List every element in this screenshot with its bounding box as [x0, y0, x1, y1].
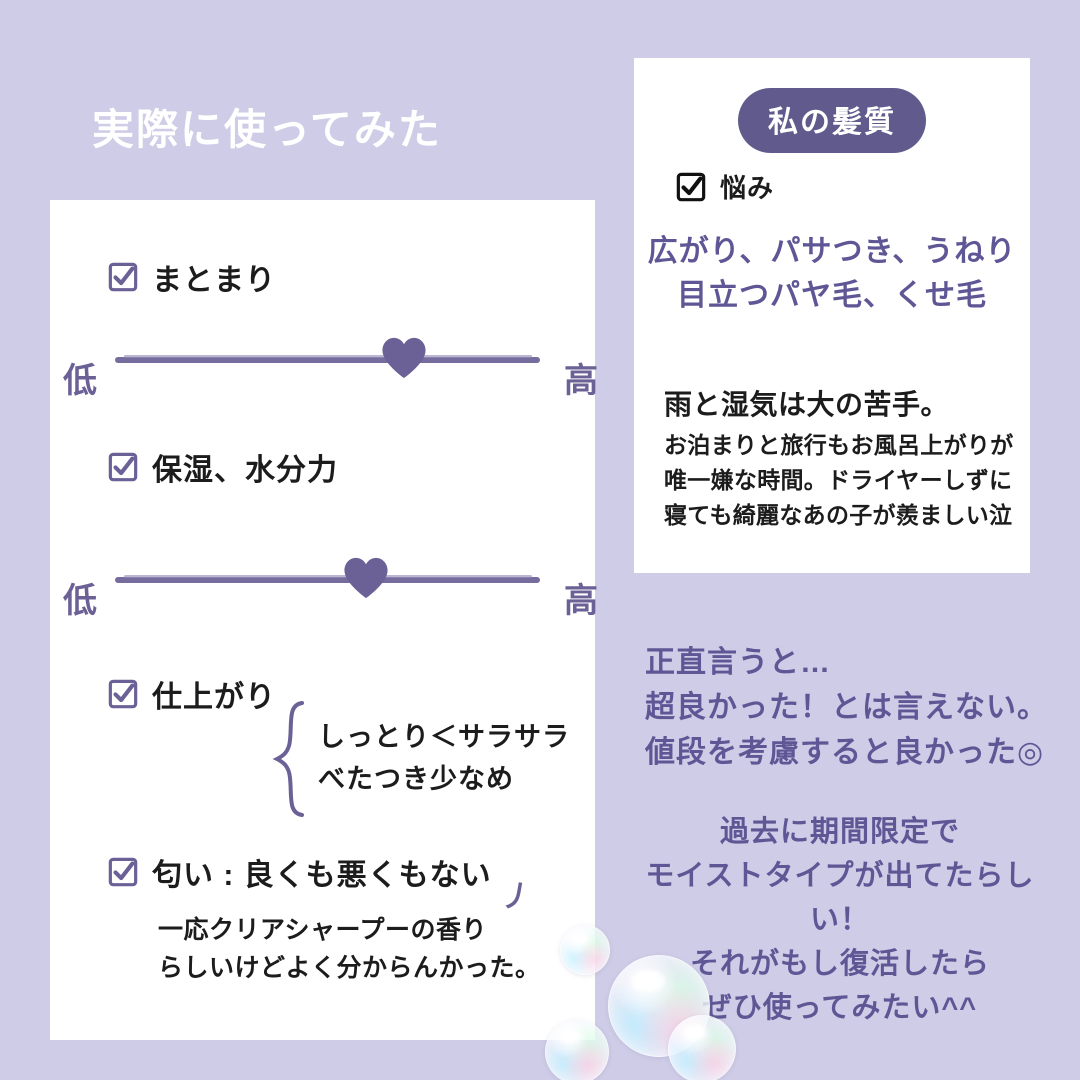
rain-heading: 雨と湿気は大の苦手。 [664, 389, 950, 420]
criterion-label: 仕上がり [152, 681, 276, 714]
page-title: 実際に使ってみた [92, 106, 442, 153]
criterion-row-matomari: まとまり [108, 255, 276, 299]
criterion-row-nioi: 匂い : 良くも悪くもない [108, 850, 492, 894]
worry-line-1: 広がり、パサつき、うねり [647, 235, 1017, 268]
checkbox-checked-icon [108, 679, 138, 709]
scale-high-label: 高 [564, 362, 598, 400]
slider-track[interactable] [115, 575, 540, 583]
hair-type-badge: 私の髪質 [738, 88, 926, 153]
finish-line-1: しっとり＜サラサラ [318, 722, 570, 753]
slider-heart-marker[interactable] [343, 555, 389, 601]
bubble-decoration [560, 925, 610, 975]
checkbox-checked-icon [108, 262, 138, 292]
scale-low-label: 低 [63, 362, 97, 400]
honest-line-1: 正直言うと… [645, 646, 831, 679]
checkbox-checked-icon [108, 452, 138, 482]
criterion-label: 保湿、水分力 [152, 454, 338, 487]
bubble-decoration [668, 1015, 736, 1080]
slider-heart-marker[interactable] [381, 335, 427, 381]
smell-note-line-1: 一応クリアシャープーの香り [158, 916, 488, 944]
slider-matomari[interactable]: 低 高 [63, 325, 598, 400]
slider-hoshitsu[interactable]: 低 高 [63, 545, 598, 620]
curly-brace-icon [272, 700, 306, 818]
wish-line-3: それがもし復活したら [689, 948, 990, 981]
smell-note-line-2: らしいけどよく分からんかった。 [158, 953, 541, 982]
rain-line-3: 寝ても綺麗なあの子が羨ましい泣 [664, 501, 1013, 528]
criterion-row-shiagari: 仕上がり [108, 672, 276, 716]
worry-line-2: 目立つパヤ毛、くせ毛 [677, 278, 987, 312]
hair-type-card: 私の髪質 悩み 広がり、パサつき、うねり 目立つパヤ毛、くせ毛 雨と湿気は大の苦… [634, 58, 1030, 573]
rain-body: お泊まりと旅行もお風呂上がりが 唯一嫌な時間。ドライヤーしずに 寝ても綺麗なあの… [664, 428, 1014, 533]
finish-brace-group: しっとり＜サラサラ べたつき少なめ [272, 700, 570, 818]
finish-line-2: べたつき少なめ [318, 764, 514, 794]
finish-description: しっとり＜サラサラ べたつき少なめ [318, 717, 570, 801]
checkbox-checked-icon [676, 172, 706, 202]
criterion-label: まとまり [152, 264, 276, 297]
worry-label: 悩み [720, 173, 775, 203]
honest-line-2: 超良かった！とは言えない。 [645, 691, 1048, 724]
rain-line-2: 唯一嫌な時間。ドライヤーしずに [664, 466, 1013, 493]
wish-line-1: 過去に期間限定で [719, 816, 960, 848]
wish-line-2: モイストタイプが出てたらしい！ [645, 860, 1035, 937]
checkbox-checked-icon [108, 857, 138, 887]
smell-note: 一応クリアシャープーの香り らしいけどよく分からんかった。 [158, 912, 541, 987]
wish-line-4: ぜひ使ってみたい^^ [702, 992, 978, 1025]
slider-track[interactable] [115, 355, 540, 363]
worry-description: 広がり、パサつき、うねり 目立つパヤ毛、くせ毛 [634, 230, 1030, 317]
rain-line-1: お泊まりと旅行もお風呂上がりが [664, 432, 1014, 458]
smell-tick-mark: 丿 [498, 878, 535, 917]
honest-line-3: 値段を考慮すると良かった◎ [645, 736, 1045, 769]
bubble-decoration [545, 1020, 609, 1080]
criterion-label: 匂い : 良くも悪くもない [152, 859, 492, 892]
scale-low-label: 低 [63, 582, 97, 620]
review-card: まとまり 低 高 保湿、水分力 低 高 [50, 200, 598, 1040]
scale-high-label: 高 [564, 582, 598, 620]
honest-opinion-block: 正直言うと… 超良かった！とは言えない。 値段を考慮すると良かった◎ [645, 640, 1048, 775]
worry-row: 悩み [676, 168, 774, 205]
wish-block: 過去に期間限定で モイストタイプが出てたらしい！ それがもし復活したら ぜひ使っ… [620, 810, 1060, 1030]
criterion-row-hoshitsu: 保湿、水分力 [108, 445, 338, 489]
